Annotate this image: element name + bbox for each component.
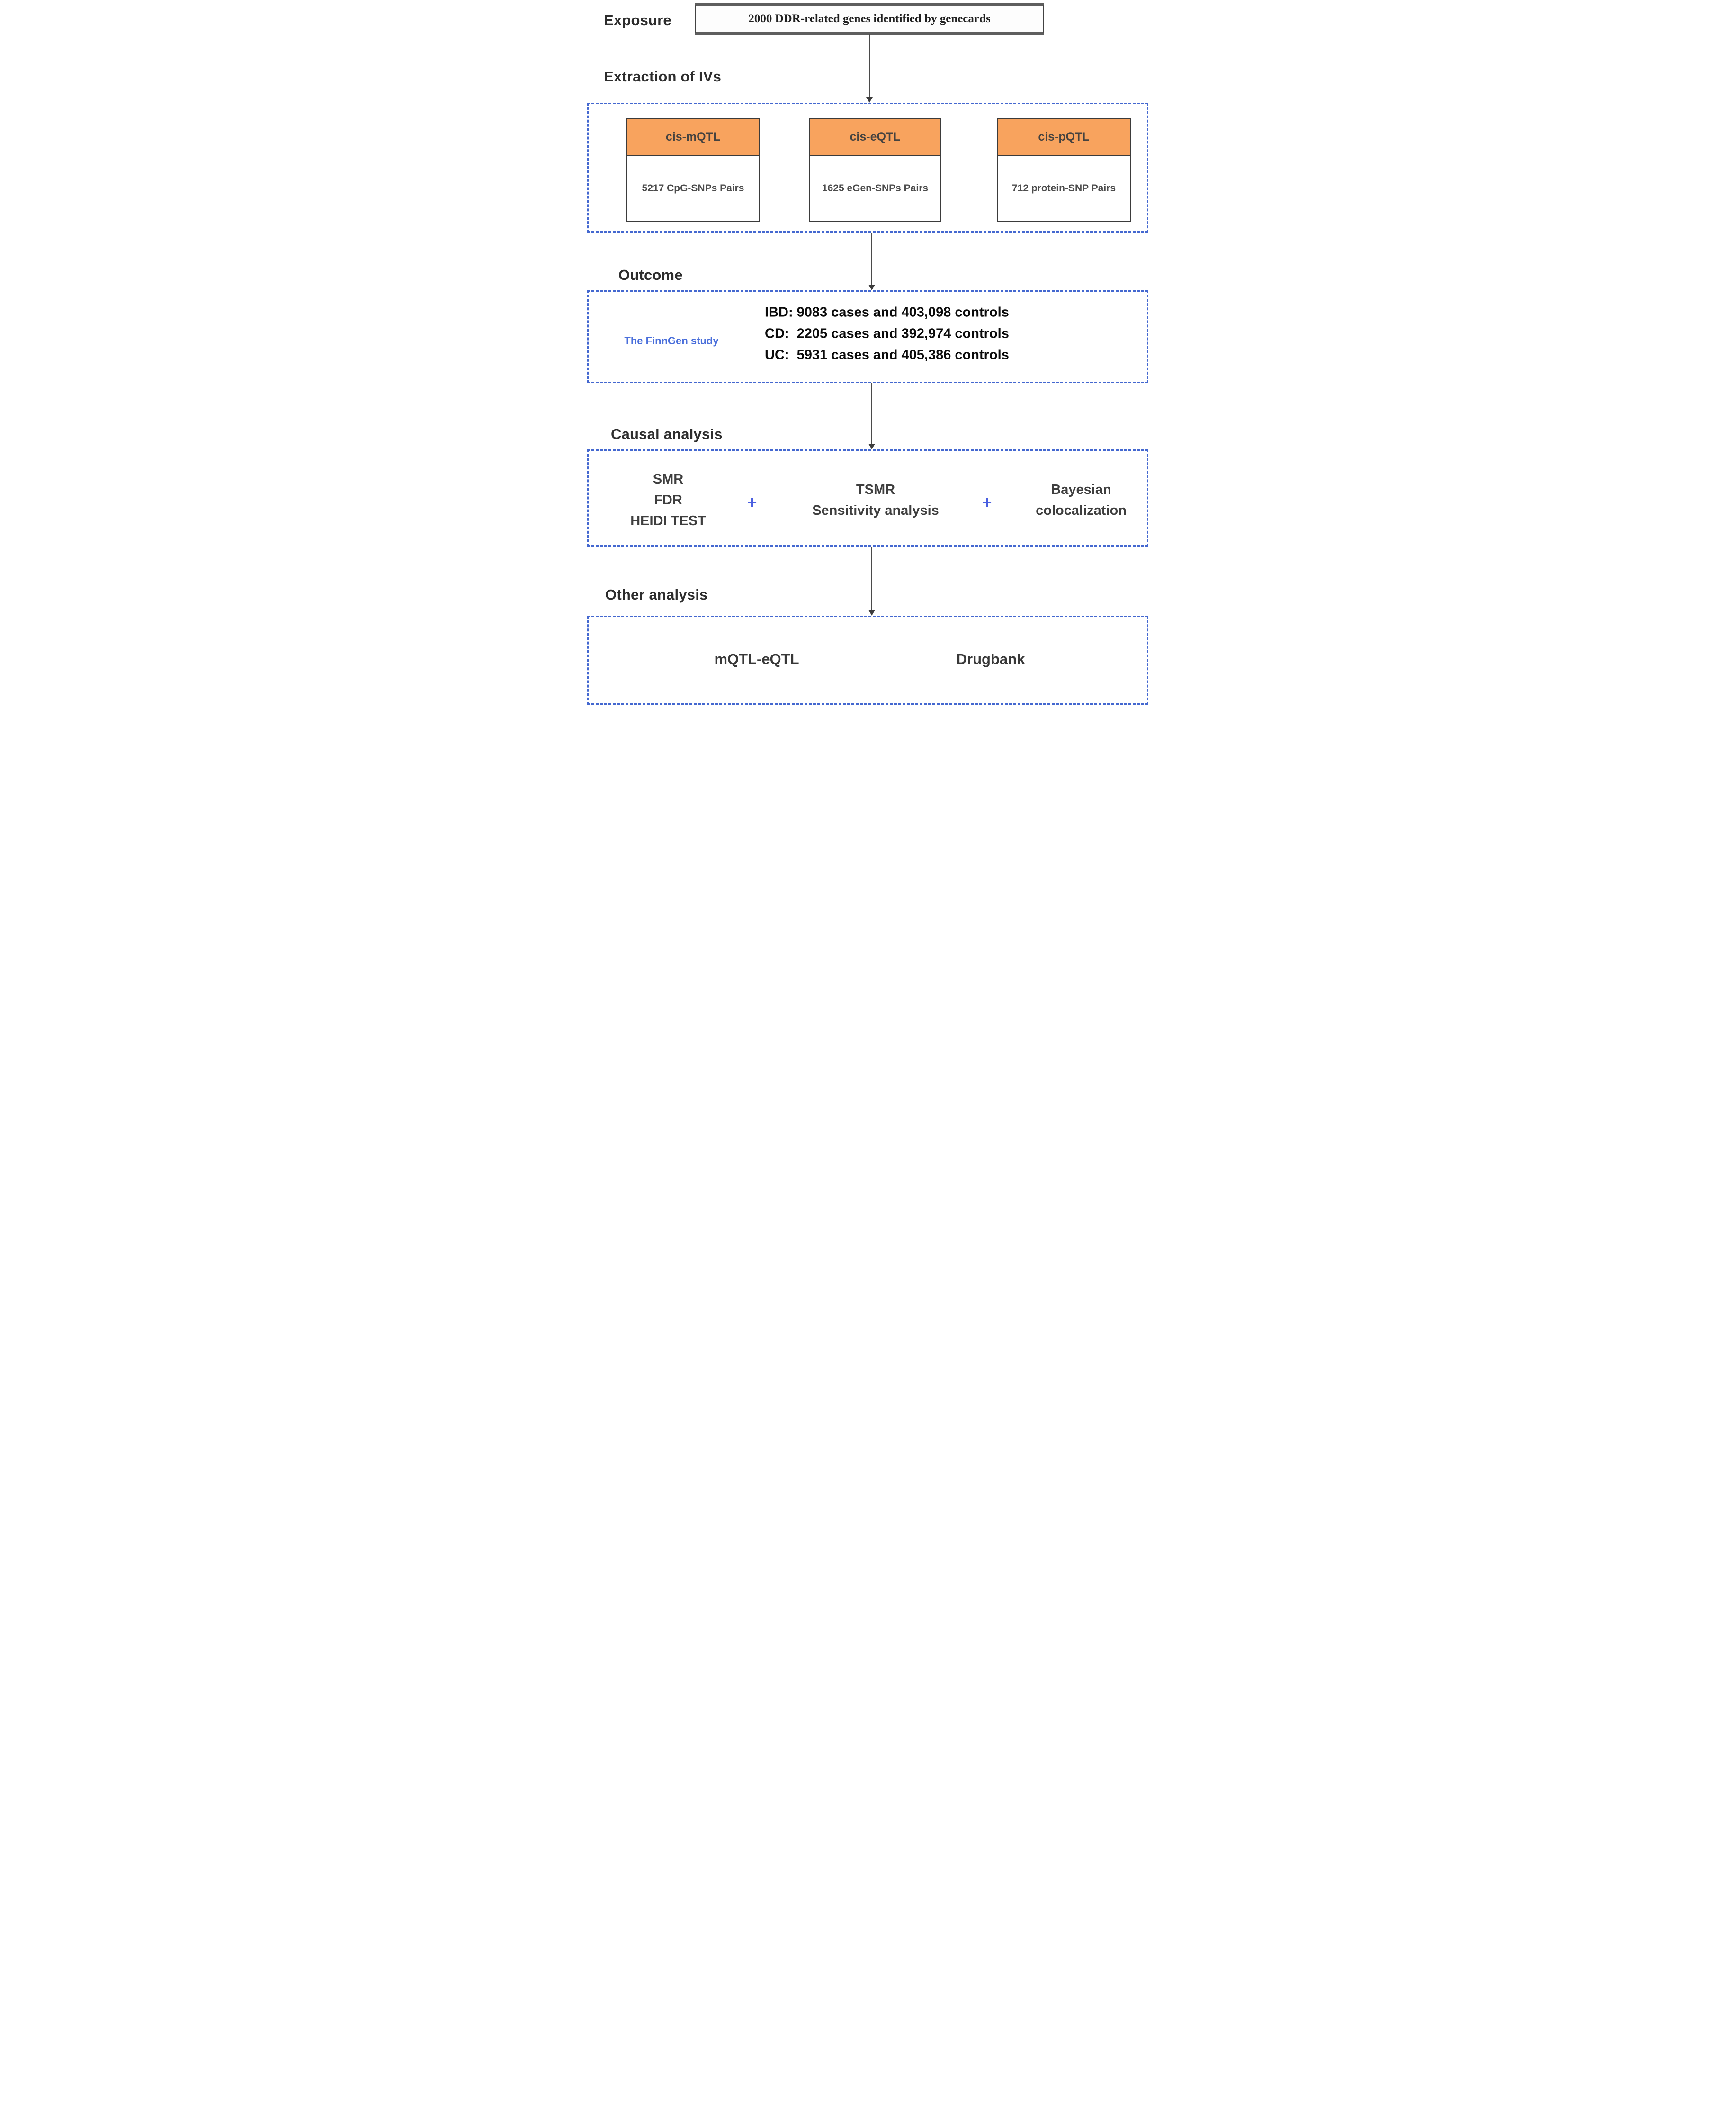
- causal-method-label: FDR: [654, 492, 682, 508]
- flow-arrow-2: [868, 233, 875, 290]
- study-design-flowchart: Exposure 2000 DDR-related genes identifi…: [579, 0, 1157, 708]
- causal-col-bayesian: Bayesian colocalization: [1036, 479, 1127, 521]
- plus-icon: +: [747, 492, 757, 512]
- causal-section-label: Causal analysis: [611, 426, 723, 442]
- arrow-down-icon: [868, 285, 875, 290]
- causal-method-label: colocalization: [1036, 502, 1127, 518]
- arrow-down-icon: [866, 97, 873, 103]
- other-panel: mQTL-eQTL Drugbank: [587, 616, 1148, 705]
- causal-method-label: SMR: [653, 471, 684, 487]
- qtl-box-header: cis-eQTL: [810, 119, 940, 156]
- causal-col-smr: SMR FDR HEIDI TEST: [630, 469, 706, 531]
- causal-col-tsmr: TSMR Sensitivity analysis: [812, 479, 939, 521]
- qtl-box-mqtl: cis-mQTL 5217 CpG-SNPs Pairs: [626, 118, 760, 222]
- plus-icon: +: [982, 492, 992, 512]
- causal-method-label: Bayesian: [1051, 482, 1111, 497]
- qtl-box-body: 1625 eGen-SNPs Pairs: [822, 182, 929, 194]
- causal-method-label: TSMR: [856, 482, 895, 497]
- qtl-box-pqtl: cis-pQTL 712 protein-SNP Pairs: [997, 118, 1131, 222]
- outcome-line-uc: UC: 5931 cases and 405,386 controls: [765, 347, 1009, 363]
- other-section-label: Other analysis: [605, 586, 708, 603]
- flow-arrow-1: [866, 34, 873, 103]
- finngen-source-label: The FinnGen study: [624, 335, 719, 347]
- iv-panel: cis-mQTL 5217 CpG-SNPs Pairs cis-eQTL 16…: [587, 103, 1148, 233]
- outcome-line-cd: CD: 2205 cases and 392,974 controls: [765, 326, 1009, 341]
- arrow-down-icon: [868, 444, 875, 449]
- exposure-box: 2000 DDR-related genes identified by gen…: [695, 3, 1044, 35]
- outcome-line-ibd: IBD: 9083 cases and 403,098 controls: [765, 305, 1009, 320]
- outcome-cohort-lines: IBD: 9083 cases and 403,098 controls CD:…: [765, 302, 1009, 366]
- qtl-box-header: cis-mQTL: [627, 119, 759, 156]
- arrow-down-icon: [868, 610, 875, 616]
- extraction-section-label: Extraction of IVs: [604, 68, 722, 85]
- qtl-box-body: 5217 CpG-SNPs Pairs: [642, 182, 744, 194]
- flow-arrow-3: [868, 383, 875, 449]
- outcome-panel: The FinnGen study IBD: 9083 cases and 40…: [587, 290, 1148, 383]
- qtl-box-eqtl: cis-eQTL 1625 eGen-SNPs Pairs: [809, 118, 941, 222]
- causal-method-label: HEIDI TEST: [630, 513, 706, 529]
- outcome-section-label: Outcome: [618, 267, 683, 283]
- other-item-drugbank: Drugbank: [956, 651, 1025, 667]
- flow-arrow-4: [868, 547, 875, 616]
- causal-panel: SMR FDR HEIDI TEST + TSMR Sensitivity an…: [587, 449, 1148, 547]
- exposure-box-text: 2000 DDR-related genes identified by gen…: [748, 12, 991, 25]
- causal-method-label: Sensitivity analysis: [812, 502, 939, 518]
- qtl-box-body: 712 protein-SNP Pairs: [1011, 182, 1116, 194]
- qtl-box-header: cis-pQTL: [998, 119, 1130, 156]
- exposure-section-label: Exposure: [604, 12, 671, 28]
- other-item-mqtl-eqtl: mQTL-eQTL: [714, 651, 799, 667]
